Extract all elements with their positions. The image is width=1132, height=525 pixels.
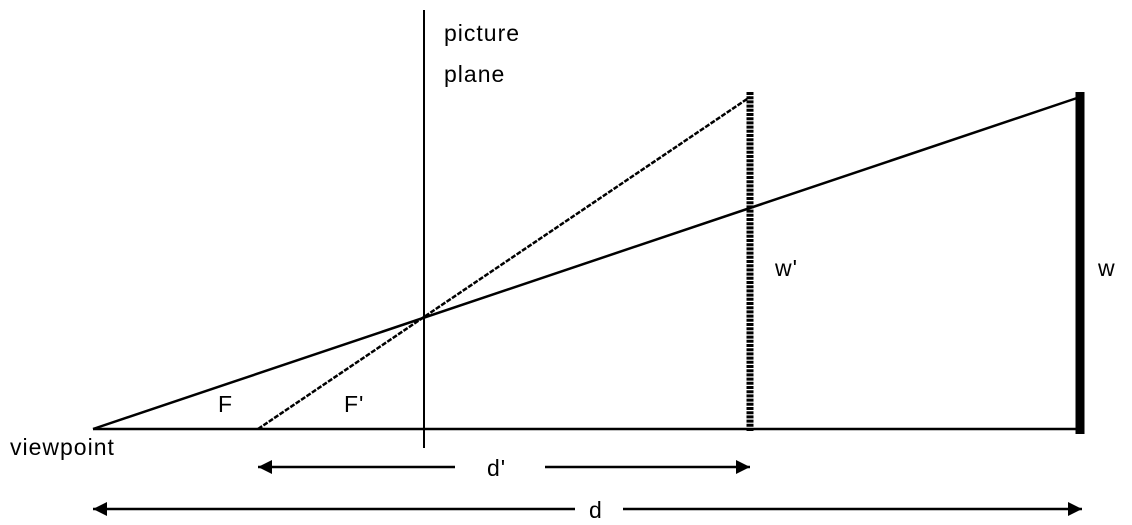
viewpoint-label: viewpoint [10,434,115,460]
width-w-label: w [1097,255,1116,281]
picture-plane-label-line2: plane [444,61,505,87]
sight-line-near-dashed [257,95,751,431]
angle-f-label: F [218,391,233,417]
angle-f-prime-label: F' [344,391,364,417]
picture-plane-label-line1: picture [444,20,520,46]
sight-line-far [92,95,1081,431]
width-w-prime-label: w' [774,255,798,281]
distance-d-prime-label: d' [487,455,506,481]
distance-d-label: d [589,497,603,523]
